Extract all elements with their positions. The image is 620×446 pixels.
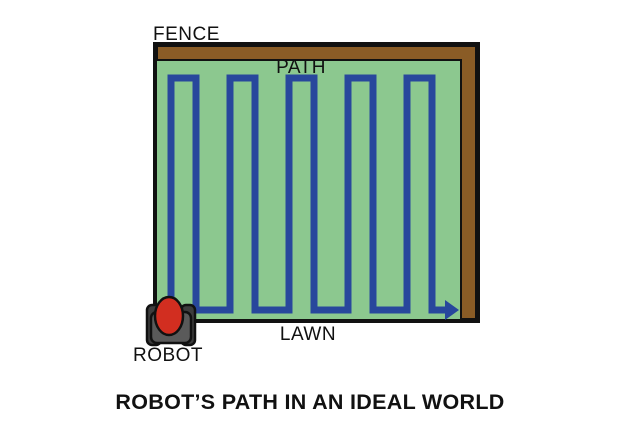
robot-label: ROBOT (133, 345, 203, 366)
robot-path-line (167, 74, 447, 316)
path-arrowhead-icon (445, 300, 459, 320)
fence-strip (156, 45, 477, 320)
robot-body-oval (153, 295, 185, 337)
path-label: PATH (276, 57, 326, 78)
lawn-label: LAWN (280, 324, 336, 345)
diagram-title: ROBOT’S PATH IN AN IDEAL WORLD (115, 390, 504, 414)
fence-label: FENCE (153, 24, 220, 45)
robot-figure (145, 295, 197, 347)
